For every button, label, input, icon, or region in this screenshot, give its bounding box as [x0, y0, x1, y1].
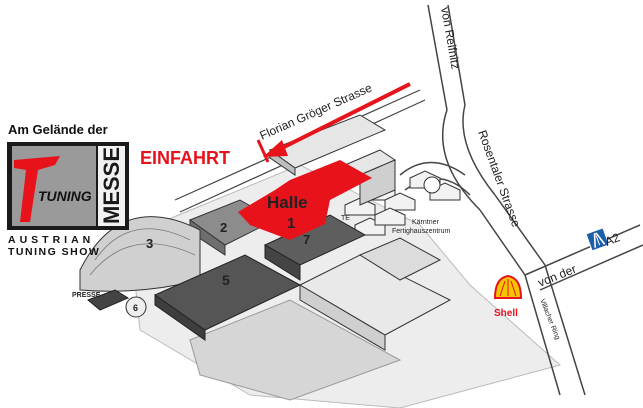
- hall-3-ribs: [94, 228, 191, 261]
- logo-messe: MESSE: [99, 147, 124, 224]
- hall-6-label: 6: [133, 303, 138, 313]
- hall-3-label: 3: [146, 236, 153, 251]
- logo-heading: Am Gelände der: [8, 122, 108, 137]
- hall-7-side: [264, 244, 301, 281]
- presse-label: PRESSE: [72, 292, 101, 299]
- presse-building: [87, 289, 130, 311]
- hall-3-ribs-2: [89, 243, 196, 276]
- hall-2-label: 2: [220, 220, 227, 235]
- roads: [174, 4, 643, 396]
- motorway-icon: [585, 227, 610, 252]
- halle-1-number: 1: [287, 215, 295, 232]
- hall-6: [125, 296, 147, 318]
- logo-tuning: TUNING: [38, 188, 92, 204]
- h2-marker: [423, 176, 441, 194]
- fertighaus-label-1: Kärntner: [412, 219, 440, 226]
- shell-logo-icon: [493, 274, 523, 299]
- upper-buildings: [268, 114, 397, 206]
- shell-label: Shell: [494, 308, 518, 319]
- hall-7-label: 7: [303, 232, 310, 247]
- logo-t-mark: [14, 156, 60, 222]
- parking-area: [189, 299, 402, 401]
- logo-messe-panel: [98, 146, 125, 226]
- hall-5-label: 5: [222, 272, 230, 288]
- te-label: TE: [341, 215, 350, 222]
- logo-caption-2: TUNING SHOW: [8, 246, 100, 258]
- right-halls: [298, 237, 452, 351]
- a2-label: A2: [603, 230, 622, 249]
- entrance-label: EINFAHRT: [140, 148, 230, 168]
- halle-1-title: Halle: [267, 193, 308, 212]
- tuning-messe-logo: Am Gelände der MESSE TUNING AUSTRIAN TUN…: [7, 122, 129, 258]
- logo-caption-1: AUSTRIAN: [8, 234, 94, 246]
- halle-1: [238, 160, 372, 240]
- entrance-arrow-icon: [256, 82, 411, 163]
- hall-5-side: [154, 294, 206, 341]
- fertighaus-label-2: Fertighauszentrum: [392, 228, 451, 235]
